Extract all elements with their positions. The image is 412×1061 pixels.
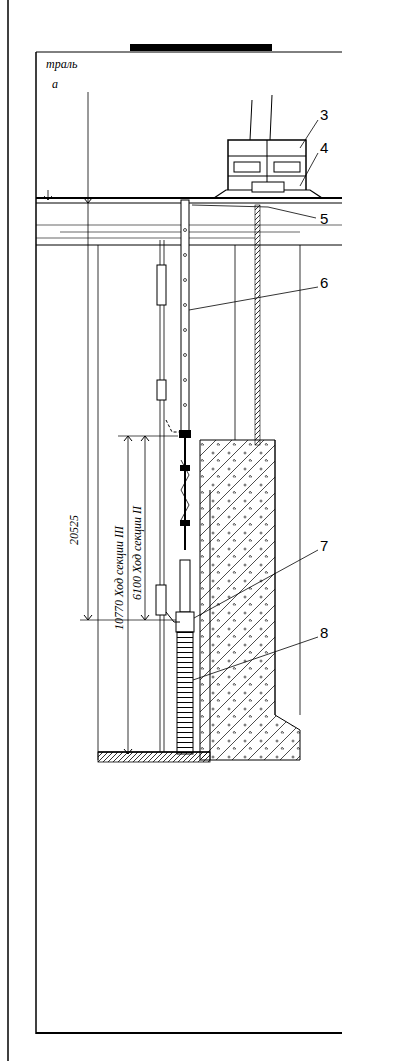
callout-number: 5 xyxy=(320,211,328,226)
callout-number: 7 xyxy=(320,538,328,553)
dimension-text: 20525 xyxy=(68,515,80,545)
callout-number: 4 xyxy=(320,140,328,155)
note-text: траль xyxy=(46,58,77,70)
callout-number: 6 xyxy=(320,275,328,290)
callout-number: 8 xyxy=(320,625,328,640)
dimension-text: 6100 Ход секции II xyxy=(131,506,143,600)
callout-number: 3 xyxy=(320,107,328,122)
dimension-text: 10770 Ход секции III xyxy=(113,526,125,630)
note-text: а xyxy=(52,78,58,90)
